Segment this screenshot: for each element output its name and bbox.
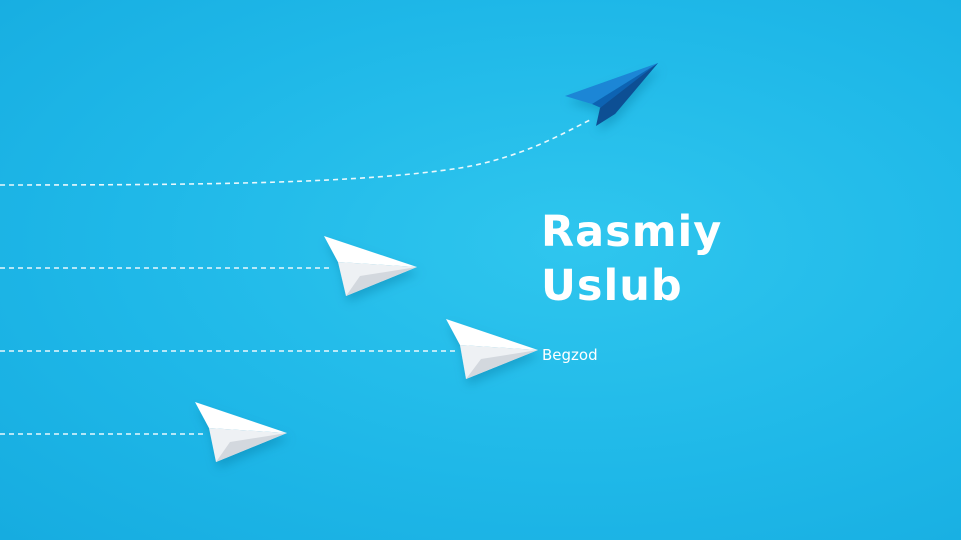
slide-title: Rasmiy Uslub <box>541 205 722 313</box>
paper-plane-blue-icon <box>565 63 658 126</box>
flight-trail-1 <box>0 119 591 186</box>
paper-plane-white-icon <box>195 402 287 462</box>
slide-subtitle: Begzod <box>542 346 598 364</box>
paper-plane-white-icon <box>324 236 417 296</box>
slide-title-line-2: Uslub <box>541 261 683 311</box>
paper-plane-white-icon <box>446 319 538 379</box>
slide-title-line-1: Rasmiy <box>541 207 723 257</box>
